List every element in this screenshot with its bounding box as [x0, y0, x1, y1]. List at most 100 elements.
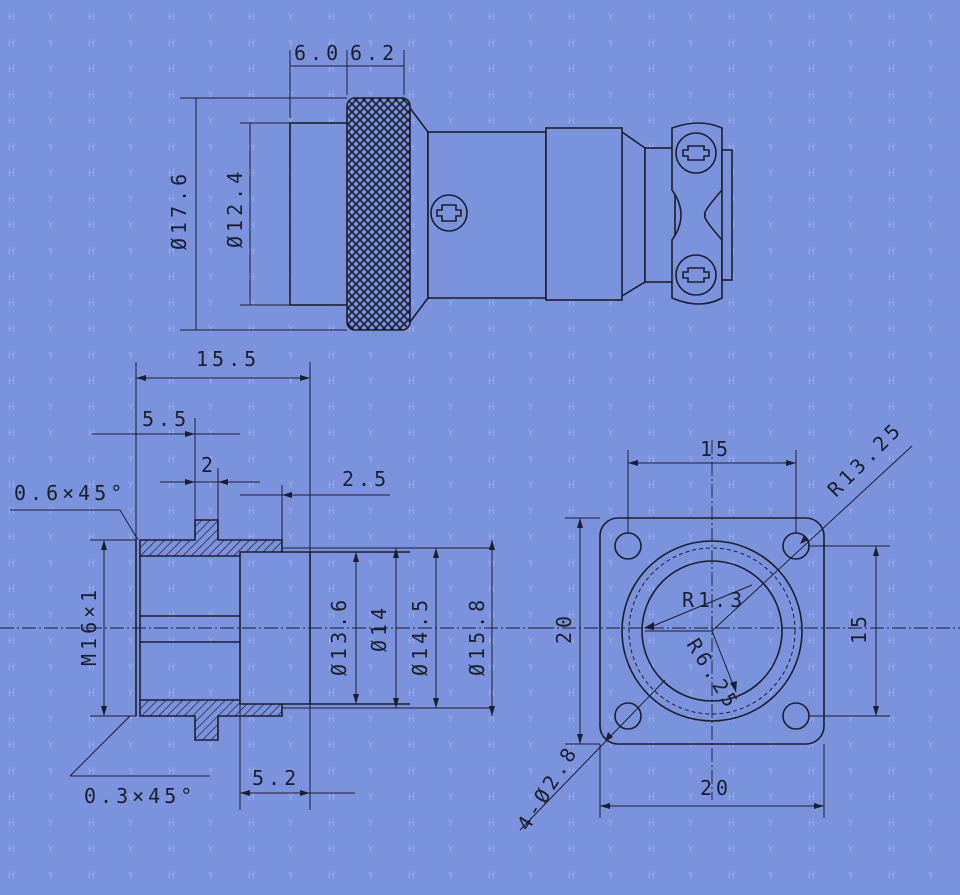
watermark-letter: H	[168, 351, 175, 361]
clamp-screw-bottom	[675, 254, 717, 296]
watermark-letter: Y	[927, 117, 934, 127]
watermark-letter: H	[408, 559, 415, 569]
watermark-letter: H	[248, 845, 255, 855]
watermark-letter: H	[888, 13, 895, 23]
watermark-letter: H	[408, 767, 415, 777]
watermark-letter: Y	[367, 351, 374, 361]
watermark-letter: Y	[527, 663, 534, 673]
watermark-letter: H	[488, 819, 495, 829]
flange-plate	[599, 517, 825, 745]
section-upper-wall	[139, 519, 283, 557]
watermark-letter: H	[888, 715, 895, 725]
watermark-letter: H	[328, 689, 335, 699]
watermark-letter: H	[568, 325, 575, 335]
watermark-letter: Y	[47, 273, 54, 283]
watermark-letter: H	[408, 689, 415, 699]
watermark-letter: Y	[287, 663, 294, 673]
watermark-letter: Y	[47, 299, 54, 309]
watermark-letter: H	[808, 689, 815, 699]
watermark-letter: Y	[847, 195, 854, 205]
watermark-letter: H	[648, 91, 655, 101]
watermark-letter: Y	[127, 507, 134, 517]
watermark-letter: Y	[367, 715, 374, 725]
watermark-letter: Y	[847, 65, 854, 75]
watermark-letter: H	[408, 325, 415, 335]
watermark-letter: H	[488, 845, 495, 855]
watermark-letter: Y	[687, 663, 694, 673]
watermark-letter: Y	[287, 117, 294, 127]
watermark-letter: Y	[927, 143, 934, 153]
watermark-letter: H	[568, 351, 575, 361]
watermark-letter: Y	[927, 247, 934, 257]
watermark-letter: Y	[207, 507, 214, 517]
watermark-letter: H	[648, 741, 655, 751]
watermark-letter: Y	[847, 533, 854, 543]
watermark-letter: H	[728, 585, 735, 595]
watermark-letter: H	[248, 195, 255, 205]
watermark-letter: Y	[127, 637, 134, 647]
watermark-letter: Y	[607, 845, 614, 855]
watermark-letter: Y	[127, 663, 134, 673]
watermark-letter: Y	[847, 507, 854, 517]
watermark-letter: H	[808, 741, 815, 751]
watermark-letter: Y	[927, 559, 934, 569]
watermark-letter: Y	[127, 13, 134, 23]
watermark-letter: H	[408, 715, 415, 725]
watermark-letter: H	[248, 429, 255, 439]
watermark-letter: Y	[447, 611, 454, 621]
watermark-letter: Y	[847, 429, 854, 439]
watermark-letter: H	[808, 455, 815, 465]
watermark-letter: Y	[367, 559, 374, 569]
watermark-letter: Y	[207, 195, 214, 205]
watermark-letter: H	[248, 481, 255, 491]
watermark-letter: Y	[367, 689, 374, 699]
watermark-letter: H	[88, 689, 95, 699]
watermark-letter: Y	[607, 13, 614, 23]
dim-15-5: 15.5	[196, 347, 260, 371]
watermark-letter: H	[8, 91, 15, 101]
watermark-letter: H	[648, 455, 655, 465]
watermark-letter: Y	[607, 351, 614, 361]
watermark-letter: Y	[367, 819, 374, 829]
section-lower-wall	[139, 699, 283, 741]
watermark-letter: Y	[927, 403, 934, 413]
watermark-letter: Y	[47, 65, 54, 75]
watermark-letter: H	[568, 13, 575, 23]
watermark-letter: Y	[47, 169, 54, 179]
watermark-letter: Y	[607, 637, 614, 647]
watermark-letter: Y	[367, 741, 374, 751]
watermark-letter: H	[248, 637, 255, 647]
watermark-letter: H	[408, 507, 415, 517]
watermark-letter: Y	[767, 377, 774, 387]
watermark-letter: H	[648, 819, 655, 829]
watermark-letter: H	[808, 91, 815, 101]
watermark-letter: H	[568, 117, 575, 127]
watermark-letter: Y	[847, 325, 854, 335]
watermark-letter: H	[408, 221, 415, 231]
watermark-letter: Y	[47, 221, 54, 231]
watermark-letter: Y	[367, 871, 374, 881]
watermark-letter: Y	[527, 39, 534, 49]
watermark-letter: H	[568, 637, 575, 647]
watermark-letter: H	[648, 39, 655, 49]
watermark-letter: H	[328, 403, 335, 413]
watermark-letter: Y	[447, 689, 454, 699]
watermark-letter: Y	[127, 221, 134, 231]
watermark-letter: H	[88, 325, 95, 335]
watermark-letter: Y	[847, 767, 854, 777]
watermark-letter: Y	[847, 455, 854, 465]
watermark-letter: Y	[287, 767, 294, 777]
watermark-letter: Y	[927, 819, 934, 829]
watermark-letter: H	[888, 247, 895, 257]
watermark-letter: Y	[847, 611, 854, 621]
watermark-letter: H	[248, 13, 255, 23]
watermark-letter: H	[488, 351, 495, 361]
watermark-letter: H	[728, 91, 735, 101]
watermark-letter: Y	[607, 689, 614, 699]
watermark-letter: Y	[927, 273, 934, 283]
watermark-letter: Y	[927, 455, 934, 465]
watermark-letter: Y	[767, 611, 774, 621]
watermark-letter: H	[808, 663, 815, 673]
watermark-letter: H	[568, 455, 575, 465]
watermark-letter: Y	[847, 351, 854, 361]
